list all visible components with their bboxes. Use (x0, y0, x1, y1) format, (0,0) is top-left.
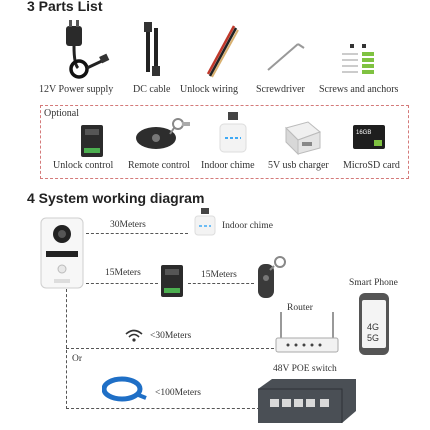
part-label-screwdriver: Screwdriver (256, 84, 305, 95)
optional-box (40, 105, 409, 179)
unlock-wiring-icon (200, 24, 240, 78)
line-doorbell-unlock (86, 283, 158, 284)
screws-anchors-icon (340, 40, 380, 80)
line-unlock-remote (188, 283, 254, 284)
part-label-power-supply: 12V Power supply (39, 84, 114, 95)
line-doorbell-vertical (66, 289, 67, 409)
remote-control-icon (134, 116, 194, 152)
diagram-remote-icon (256, 254, 290, 300)
line-cable-switch (66, 408, 260, 409)
smart-phone-icon (358, 292, 390, 356)
parts-list-title: 3 Parts List (27, 0, 103, 14)
wifi-icon (124, 328, 144, 342)
diagram-unlock-control-icon (160, 264, 184, 298)
distance-15m-a: 15Meters (105, 268, 141, 278)
usb-charger-icon (280, 118, 324, 156)
optional-label-unlock-control: Unlock control (53, 160, 114, 171)
diagram-chime-icon (194, 208, 216, 236)
line-doorbell-chime (86, 233, 188, 234)
router-icon (274, 312, 340, 356)
optional-label-remote-control: Remote control (128, 160, 190, 171)
unlock-control-icon (80, 124, 104, 158)
phone-4g-label: 4G (367, 322, 380, 332)
distance-15m-b: 15Meters (201, 270, 237, 280)
microsd-card-icon (352, 124, 386, 150)
optional-label-usb-charger: 5V usb charger (268, 160, 329, 171)
poe-switch-icon (256, 377, 358, 427)
optional-label: Optional (44, 108, 79, 119)
indoor-chime-icon (218, 112, 248, 154)
power-supply-icon (60, 20, 112, 82)
microsd-capacity: 16GB (356, 130, 372, 136)
distance-30m-chime: 30Meters (110, 220, 146, 230)
line-wifi-router (66, 348, 274, 349)
video-doorbell-icon (40, 217, 84, 289)
wifi-distance-label: <30Meters (150, 331, 192, 341)
diagram-indoor-chime-label: Indoor chime (222, 221, 273, 231)
poe-switch-label: 48V POE switch (273, 364, 337, 374)
diagram-title: 4 System working diagram (27, 190, 205, 206)
or-label: Or (72, 354, 83, 364)
router-label: Router (287, 303, 313, 313)
part-label-dc-cable: DC cable (133, 84, 171, 95)
smart-phone-label: Smart Phone (349, 278, 398, 288)
optional-label-microsd: MicroSD card (343, 160, 400, 171)
optional-label-indoor-chime: Indoor chime (201, 160, 255, 171)
part-label-unlock-wiring: Unlock wiring (180, 84, 239, 95)
phone-5g-label: 5G (367, 333, 380, 343)
cable-distance-label: <100Meters (155, 388, 201, 398)
part-label-screws-anchors: Screws and anchors (319, 84, 399, 95)
screwdriver-icon (264, 38, 308, 74)
dc-cable-icon (138, 22, 168, 78)
network-cable-icon (102, 376, 148, 402)
